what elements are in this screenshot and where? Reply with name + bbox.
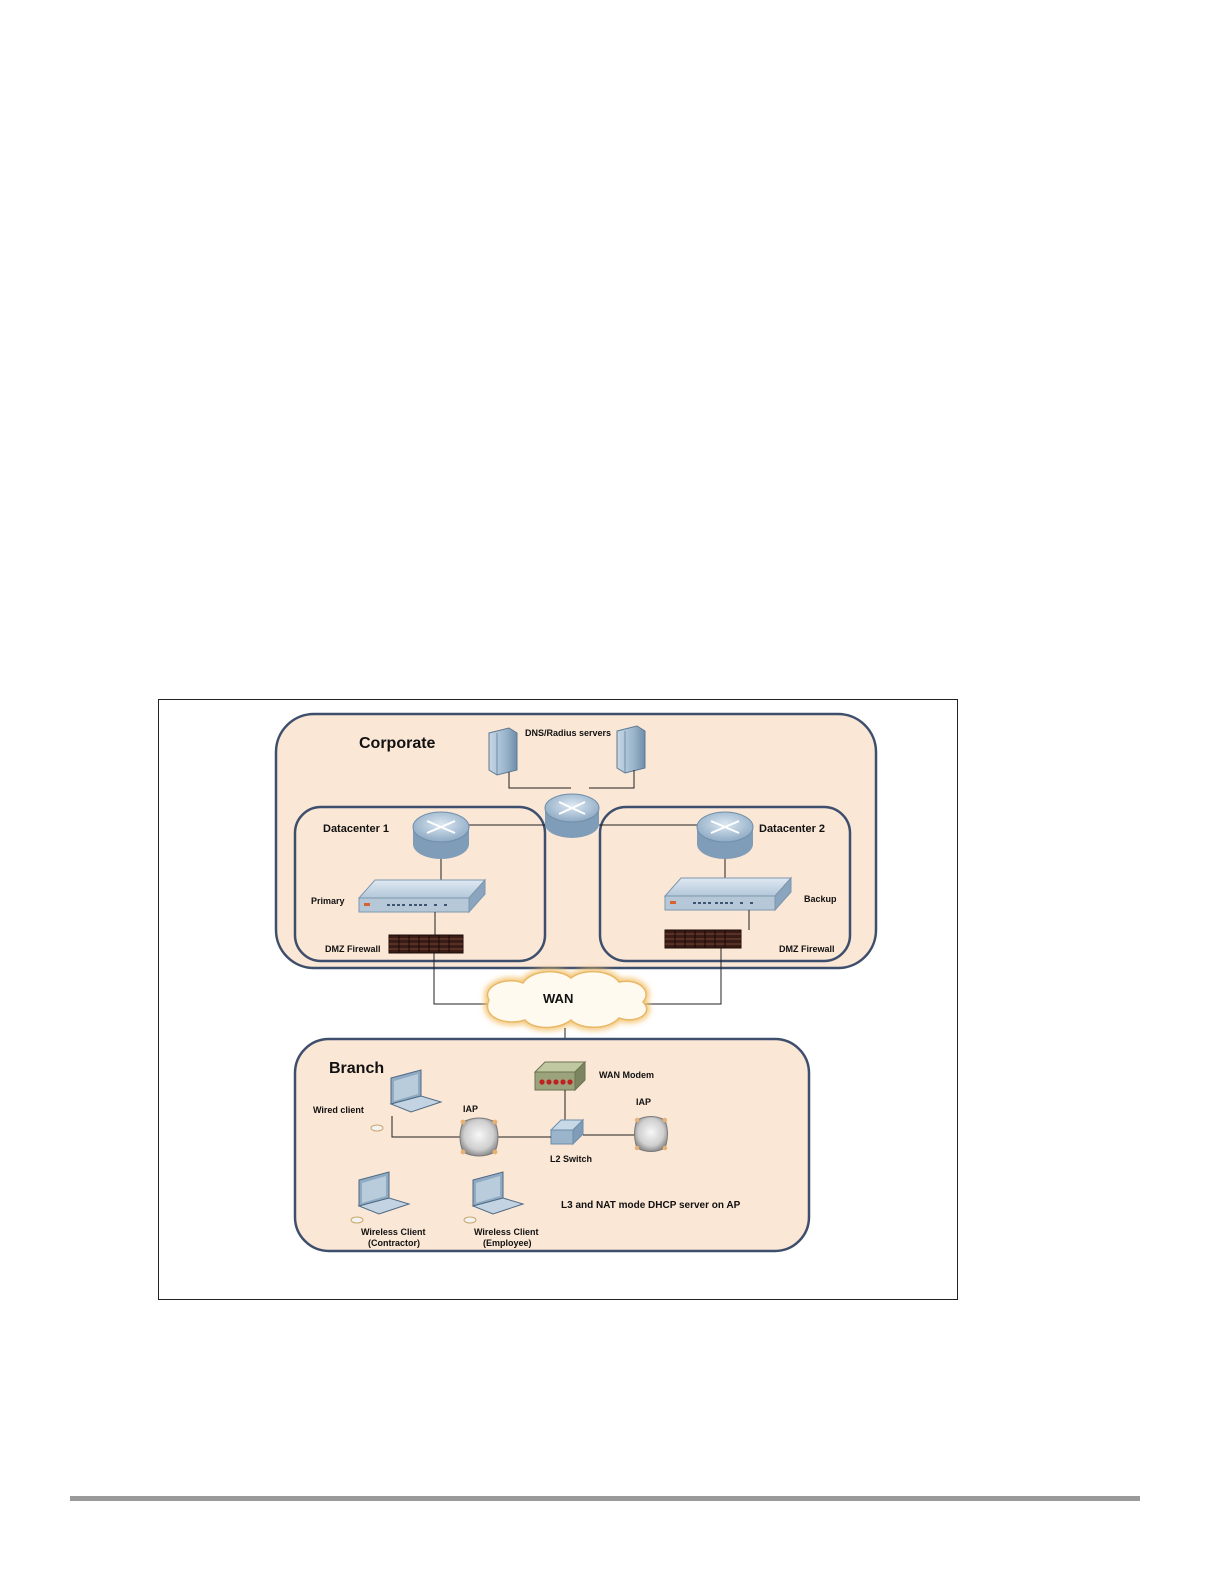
wan-label: WAN (543, 991, 573, 1006)
footer-rule (70, 1496, 1140, 1501)
wan-modem-icon (535, 1062, 585, 1090)
dhcp-mode-note: L3 and NAT mode DHCP server on AP (561, 1200, 741, 1211)
network-diagram-figure: Corporate DNS/Radius servers Datacenter … (158, 699, 958, 1300)
iap-left-label: IAP (463, 1104, 478, 1114)
datacenter-2-dmz-firewall-label: DMZ Firewall (779, 944, 835, 954)
datacenter-1-router-icon (413, 812, 469, 859)
datacenter-2-title: Datacenter 2 (759, 823, 825, 835)
corporate-title: Corporate (359, 735, 436, 752)
datacenter-2-dmz-firewall-icon (665, 930, 741, 948)
branch-title: Branch (329, 1060, 384, 1077)
datacenter-1-dmz-firewall-icon (389, 935, 463, 953)
wired-client-label: Wired client (313, 1105, 364, 1115)
primary-controller-icon (359, 880, 485, 912)
wireless-client-contractor-sublabel: (Contractor) (368, 1238, 420, 1248)
wan-modem-label: WAN Modem (599, 1070, 654, 1080)
backup-controller-icon (665, 878, 791, 910)
network-topology-diagram: Corporate DNS/Radius servers Datacenter … (159, 700, 959, 1301)
wireless-client-employee-sublabel: (Employee) (483, 1238, 532, 1248)
iap-right-icon (635, 1117, 668, 1152)
l2-switch-label: L2 Switch (550, 1154, 592, 1164)
core-router-icon (545, 794, 599, 838)
wireless-client-contractor-label: Wireless Client (361, 1227, 425, 1237)
datacenter-1-dmz-firewall-label: DMZ Firewall (325, 944, 381, 954)
iap-left-icon (460, 1118, 498, 1156)
primary-controller-label: Primary (311, 896, 345, 906)
wireless-client-employee-label: Wireless Client (474, 1227, 538, 1237)
dns-radius-server-right-icon (617, 726, 645, 773)
backup-controller-label: Backup (804, 894, 837, 904)
datacenter-1-title: Datacenter 1 (323, 823, 389, 835)
dns-radius-server-left-icon (489, 728, 517, 775)
iap-right-label: IAP (636, 1097, 651, 1107)
dns-radius-servers-label: DNS/Radius servers (525, 728, 611, 738)
datacenter-2-router-icon (697, 812, 753, 859)
